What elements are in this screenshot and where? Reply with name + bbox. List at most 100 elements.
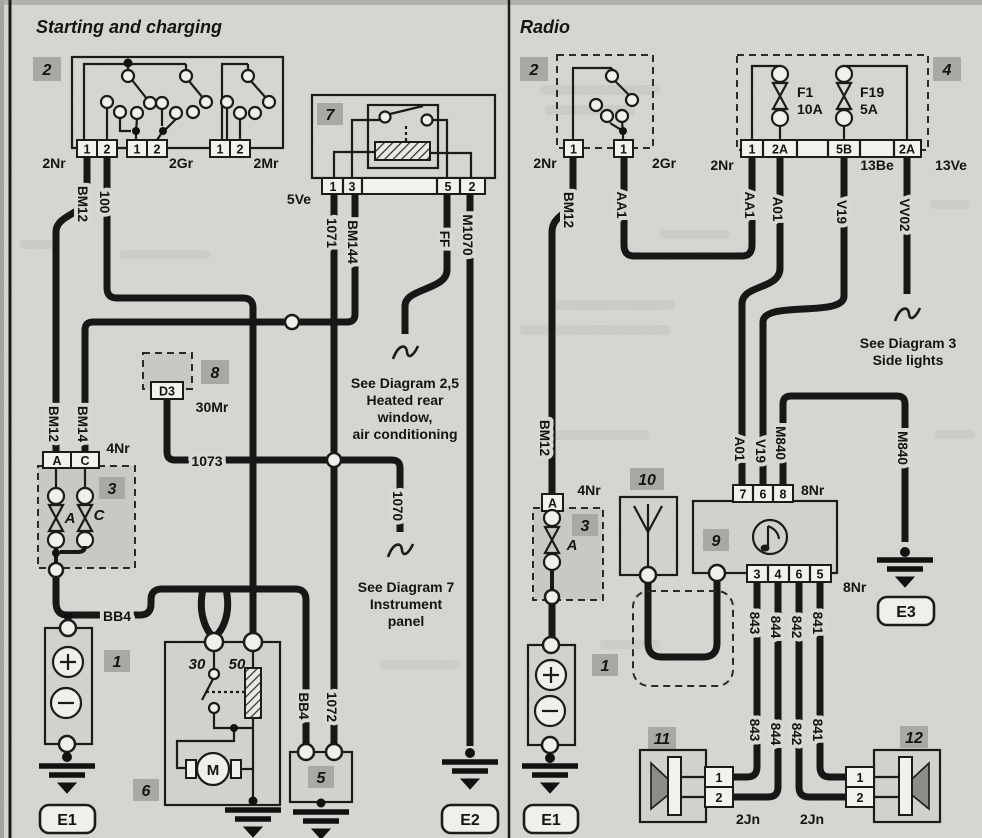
wire-844 [733,582,782,801]
wire-label-bm12-lower: BM12 [46,406,61,442]
wire-label-1071: 1071 [324,218,339,249]
ignition-switch-internals [82,62,267,141]
ignition-connector-blocks: 1 2 1 2 1 2 [76,139,251,158]
earth-label-e3: E3 [896,604,916,621]
wire-label-844: 844 [768,616,783,639]
wire-label-m840-e3: M840 [895,431,910,465]
wire-label-a01: A01 [770,197,785,222]
component-tag-10 [630,468,664,490]
earth-point-e2 [440,803,500,835]
pin-label: 6 [796,568,803,582]
pin-label: 5 [445,180,452,194]
wire-ff [401,194,451,334]
component-tag-2-label: 2 [42,62,52,79]
connector-exit-node [47,561,65,579]
component-tag-3-label: 3 [108,481,117,498]
wire-v19 [759,157,848,486]
pin-label: 4 [775,568,782,582]
component-tag-6-label: 6 [142,783,151,800]
starter-internals [175,651,255,800]
pin-label: 1 [857,771,864,785]
pin-label: 5 [817,568,824,582]
component-speaker-left: 11 1 2 2Jn [638,727,760,827]
wire-m840 [779,392,909,542]
wire-label-m840: M840 [773,426,788,460]
component-tag-1 [104,650,130,672]
component-tag-12-label: 12 [905,730,923,747]
note-line: Instrument [370,596,443,612]
panel-radio: Radio 2 1 1 2Nr 2Gr 4 [520,17,967,835]
ignition-switch-contacts [99,58,277,135]
component-tag-5 [308,766,334,788]
wire-label-bm14: BM14 [75,406,90,443]
wire-label-bm12: BM12 [561,192,576,228]
wire-label-843: 843 [747,612,762,635]
pin-label: 2 [237,143,244,157]
fuse-rating-f1: 10A [797,101,823,117]
component-ignition-switch-left: 2 [33,55,285,171]
wire-label-ff: FF [437,231,452,248]
pin-label: 2 [104,143,111,157]
pin-label: 2 [154,143,161,157]
component-relay: 7 1 3 5 2 5Ve [287,93,497,207]
relay-contact [420,113,434,127]
note-line: window, [377,409,433,425]
wire-label-841-lower: 841 [810,719,825,742]
terminal-label-50: 50 [229,656,246,673]
wire-label-vv02: VV02 [897,198,912,231]
pin-label: 2 [469,180,476,194]
wire-labels-right: BM12 AA1 AA1 A01 V19 VV02 BM12 A01 V19 M… [533,187,916,749]
aerial-icon [633,504,663,568]
note-line: See Diagram 2,5 [351,375,459,391]
pin-label: 5B [836,143,852,157]
earth-point-e1 [522,803,580,835]
note-heated-rear-window: See Diagram 2,5 Heated rear window, air … [351,375,459,442]
starter-terminal-30 [203,631,225,653]
earth-e3: E3 [877,547,934,627]
component-fuse-box: 4 F1 10A F19 5A 1 2A 5B 2A 2Nr 13Be 13Ve [710,54,967,173]
starter-terminal-50 [242,631,264,653]
ignition-outline [556,54,654,149]
terminal [324,742,344,762]
pin-label: 6 [760,488,767,502]
connector-label-2gr: 2Gr [652,155,677,171]
wire-100-to-starter-50 [103,157,257,633]
component-tag-12 [900,726,928,748]
radio-top-connector: 7 6 8 8Nr [732,482,825,503]
aerial-terminal [638,565,658,585]
fuse-label-f1: F1 [797,84,814,100]
component-tag-2 [520,57,548,81]
connector-label-4nr: 4Nr [577,482,601,498]
note-line: air conditioning [353,426,458,442]
component-tag-9 [703,529,729,551]
component-tag-4-label: 4 [942,62,952,79]
wire-label-bm12-lower: BM12 [537,420,552,456]
wire-aa1 [620,157,756,260]
wire-label-bb4: BB4 [103,608,131,624]
pin-label-c: C [80,454,89,468]
pin-letter-c: C [94,507,106,524]
radio-music-note-icon [751,518,789,556]
connector-label-2jn: 2Jn [736,811,760,827]
battery-minus-terminal [540,735,560,755]
speaker-magnet [898,756,913,816]
pin-label: 2 [857,791,864,805]
component-inline-connector-right: A 4Nr 3 A [532,482,604,637]
component-5: 5 [288,742,354,838]
component-speaker-right: 12 1 2 2Jn [800,726,942,827]
component-tag-7-label: 7 [326,107,336,124]
component-tag-4 [933,57,961,81]
component-tag-10-label: 10 [638,472,656,489]
motor-letter: M [207,762,220,779]
component-tag-1-label: 1 [601,658,610,675]
wire-843 [733,582,761,781]
wire-label-v19-lower: V19 [753,439,768,463]
connector-label-8nr: 8Nr [843,579,867,595]
connector-label-2gr: 2Gr [169,155,194,171]
fuse-box-connector-strip: 1 2A 5B 2A [740,139,922,158]
d3-cell [150,381,184,400]
wire-label-842: 842 [789,616,804,639]
pin-label: 1 [570,143,577,157]
